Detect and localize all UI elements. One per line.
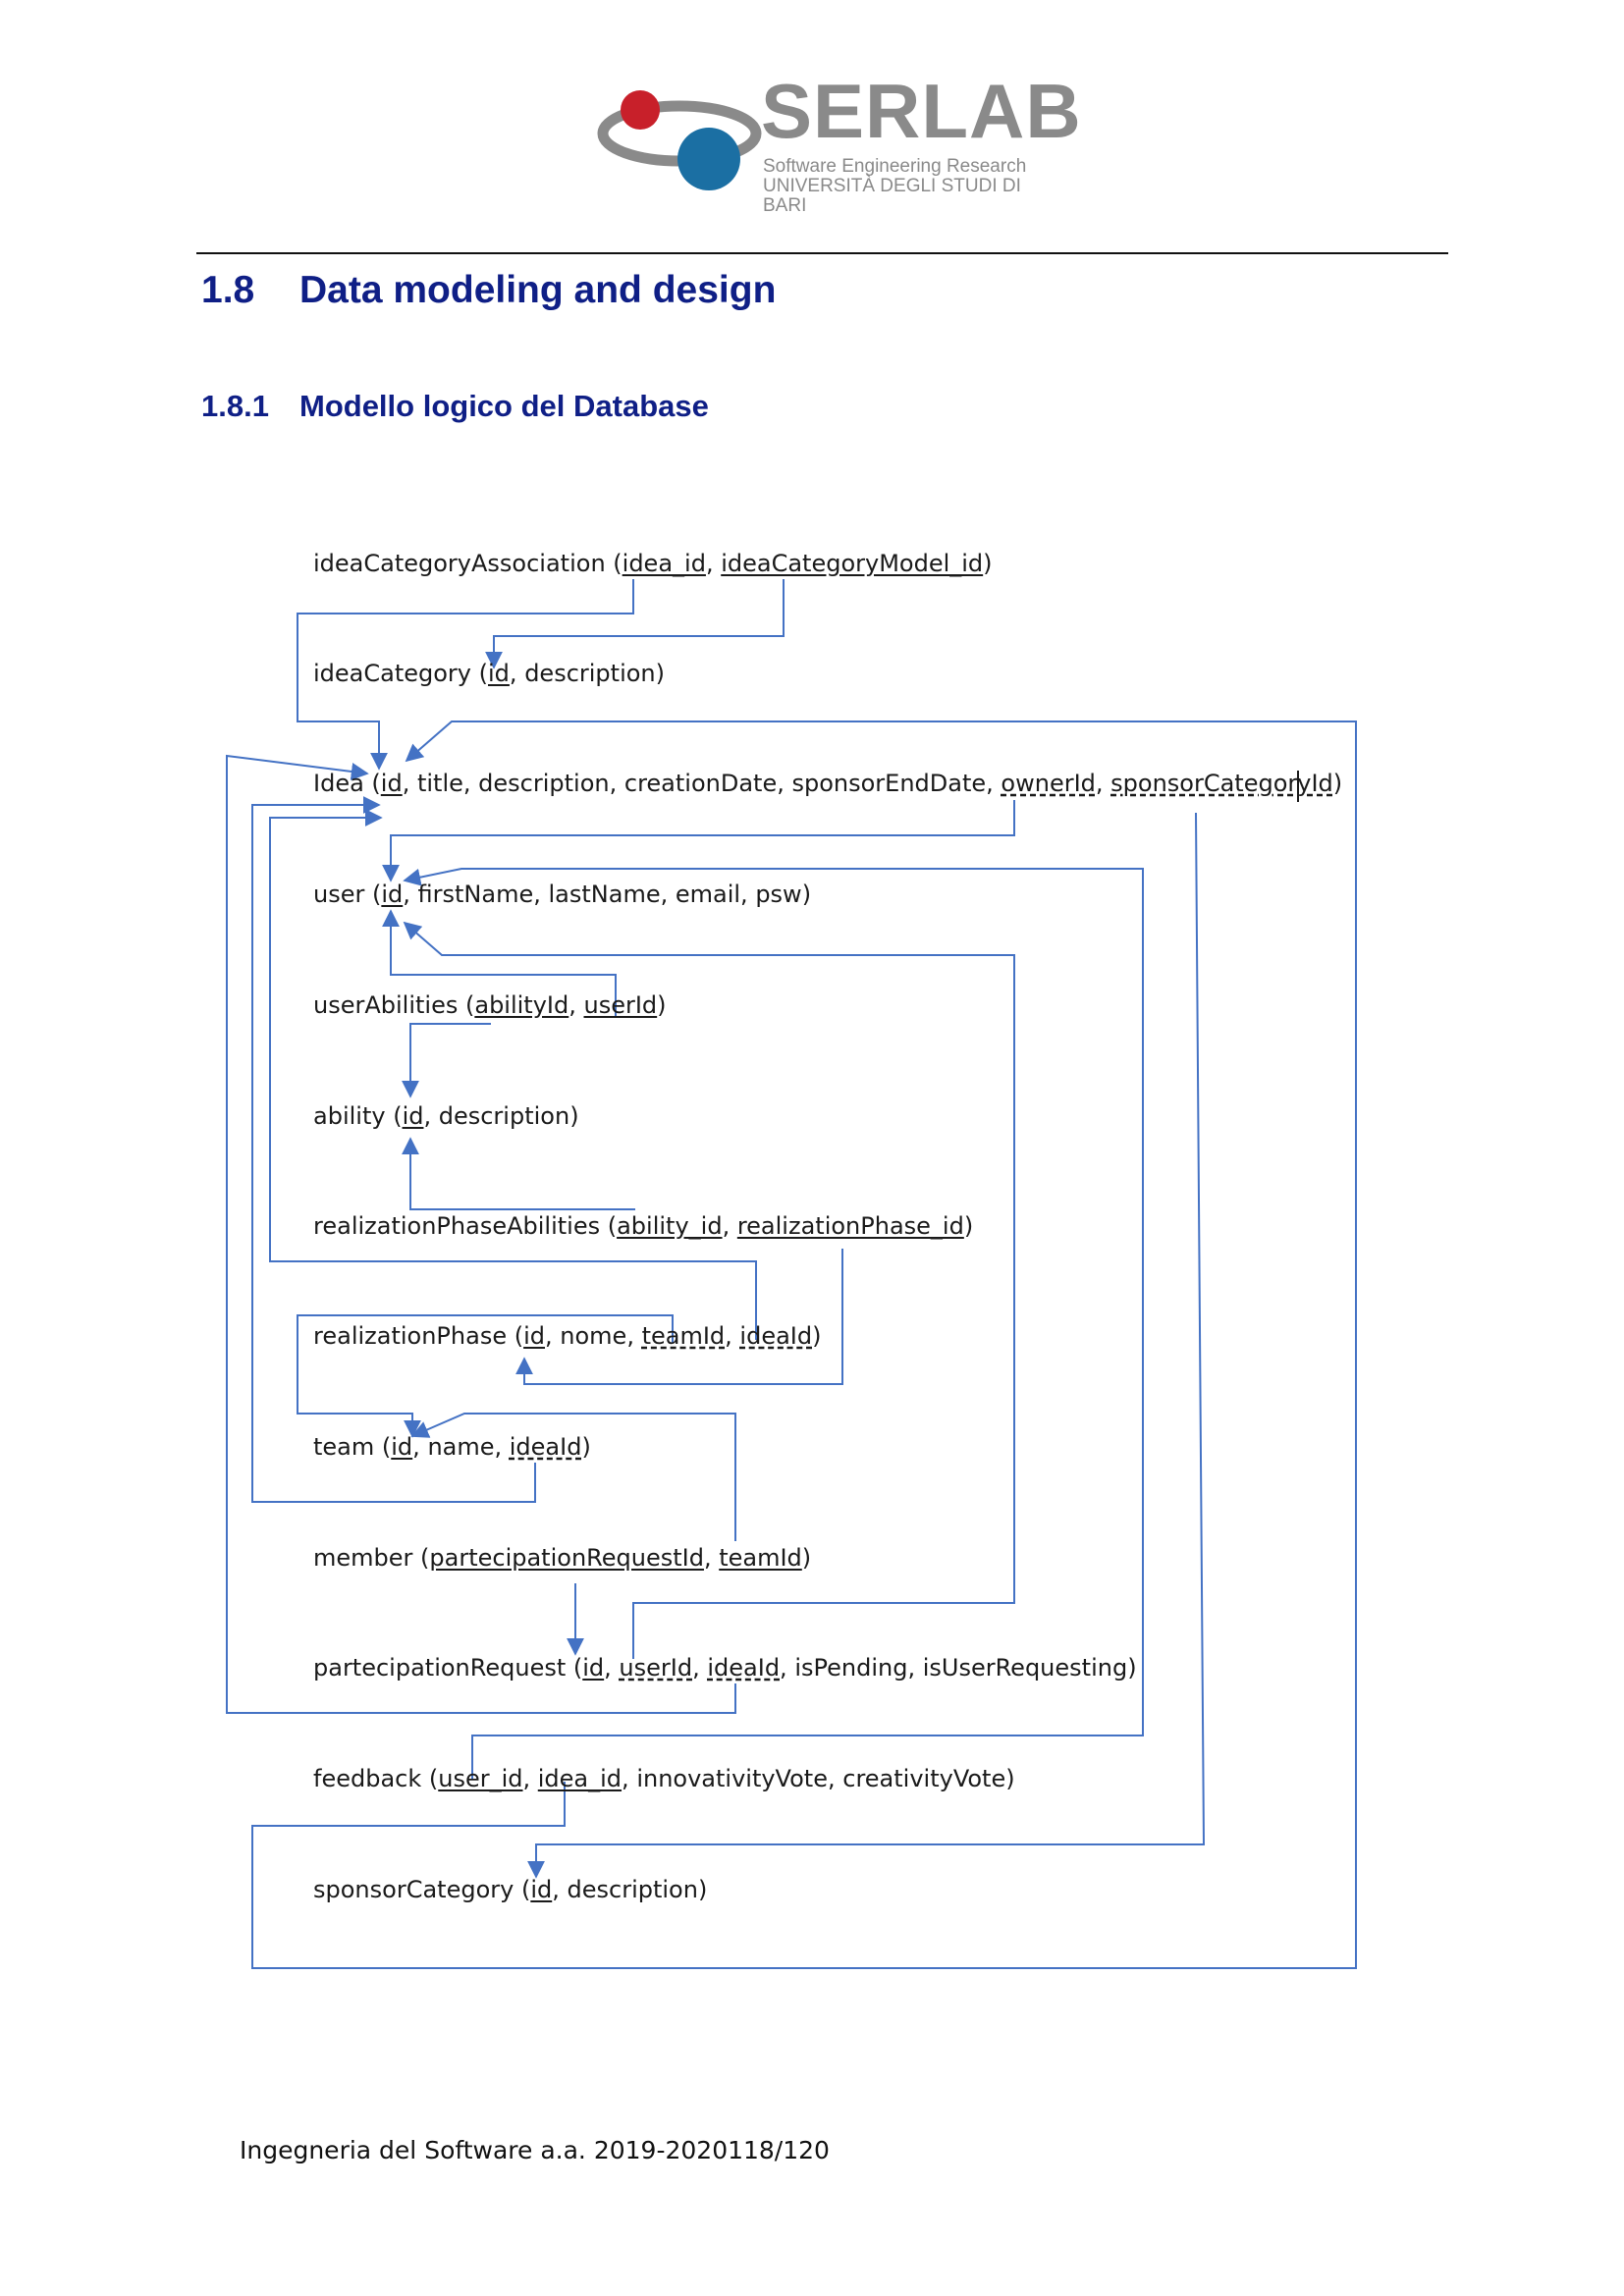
attribute: title — [416, 770, 463, 797]
attribute: isPending — [794, 1654, 908, 1682]
entity-user: user (id, firstName, lastName, email, ps… — [313, 881, 812, 908]
key-attribute: id — [582, 1654, 605, 1682]
key-attribute: ideaCategoryModel_id — [721, 550, 984, 577]
key-attribute: id — [402, 1102, 424, 1130]
key-attribute: idea_id — [537, 1765, 623, 1792]
foreign-key-attribute: userId — [619, 1654, 693, 1682]
subsection-number: 1.8.1 — [201, 389, 269, 423]
attribute: description — [524, 660, 656, 687]
key-attribute: id — [380, 770, 403, 797]
entity-name: realizationPhase — [313, 1322, 508, 1350]
key-attribute: teamId — [719, 1544, 802, 1572]
entity-name: ideaCategoryAssociation — [313, 550, 606, 577]
serlab-orbit-icon — [597, 90, 762, 190]
entity-Idea: Idea (id, title, description, creationDa… — [313, 770, 1343, 797]
key-attribute: id — [488, 660, 510, 687]
section-title: Data modeling and design — [299, 269, 777, 311]
attribute: description — [438, 1102, 570, 1130]
entity-feedback: feedback (user_id, idea_id, innovativity… — [313, 1765, 1015, 1792]
key-attribute: userId — [583, 991, 658, 1019]
entity-name: ideaCategory — [313, 660, 472, 687]
entity-sponsorCategory: sponsorCategory (id, description) — [313, 1876, 708, 1903]
key-attribute: id — [381, 881, 404, 908]
entity-name: partecipationRequest — [313, 1654, 567, 1682]
connector-feedback-to-user — [403, 868, 1144, 1780]
entity-member: member (partecipationRequestId, teamId) — [313, 1544, 812, 1572]
foreign-key-attribute: ideaId — [739, 1322, 813, 1350]
logo-subtitle: Software Engineering Research UNIVERSITÀ… — [763, 157, 1060, 216]
connector-association-to-idea — [297, 579, 634, 771]
foreign-key-attribute: ideaId — [509, 1433, 582, 1461]
entity-name: userAbilities — [313, 991, 459, 1019]
connector-phaseabilities-to-phase — [515, 1249, 843, 1385]
connector-category-to-ideacategory — [485, 579, 785, 669]
entity-realizationPhase: realizationPhase (id, nome, teamId, idea… — [313, 1322, 822, 1350]
section-number: 1.8 — [201, 269, 255, 311]
logo-subtitle-line2: UNIVERSITÀ DEGLI STUDI DI BARI — [763, 176, 1021, 216]
foreign-key-attribute: ownerId — [1001, 770, 1096, 797]
key-attribute: ability_id — [617, 1212, 723, 1240]
foreign-key-attribute: ideaId — [707, 1654, 781, 1682]
entity-name: feedback — [313, 1765, 422, 1792]
connector-phase-to-team — [297, 1314, 674, 1438]
attribute: sponsorEndDate — [791, 770, 987, 797]
entity-ability: ability (id, description) — [313, 1102, 579, 1130]
key-attribute: realizationPhase_id — [736, 1212, 964, 1240]
entity-name: Idea — [313, 770, 364, 797]
entity-name: realizationPhaseAbilities — [313, 1212, 601, 1240]
section-heading: 1.8 Data modeling and design — [201, 269, 776, 312]
attribute: isUserRequesting — [922, 1654, 1128, 1682]
key-attribute: partecipationRequestId — [429, 1544, 704, 1572]
entity-name: team — [313, 1433, 375, 1461]
subsection-title: Modello logico del Database — [299, 389, 709, 423]
foreign-key-attribute: sponsorCategoryId — [1110, 770, 1333, 797]
key-attribute: abilityId — [474, 991, 569, 1019]
logo-wordmark: SERLAB — [761, 68, 1082, 154]
attribute: nome — [560, 1322, 627, 1350]
attribute: lastName — [548, 881, 661, 908]
attribute: name — [427, 1433, 495, 1461]
attribute: psw — [755, 881, 802, 908]
entity-team: team (id, name, ideaId) — [313, 1433, 591, 1461]
connector-phase-to-idea — [269, 809, 757, 1340]
key-attribute: id — [530, 1876, 553, 1903]
entity-userAbilities: userAbilities (abilityId, userId) — [313, 991, 667, 1019]
serlab-logo: SERLAB Software Engineering Research UNI… — [589, 68, 1081, 216]
connector-request-to-idea — [226, 754, 736, 1714]
key-attribute: user_id — [438, 1765, 523, 1792]
logo-subtitle-line1: Software Engineering Research — [763, 156, 1027, 177]
connector-team-to-idea — [251, 796, 536, 1503]
key-attribute: idea_id — [622, 550, 706, 577]
connector-request-to-user — [403, 921, 1015, 1659]
connector-userabilities-to-user — [382, 909, 617, 1016]
foreign-key-attribute: teamId — [641, 1322, 726, 1350]
connector-member-to-team — [410, 1413, 736, 1541]
attribute: innovativityVote — [636, 1765, 828, 1792]
connector-idea-to-sponsorcategory — [527, 812, 1206, 1879]
connector-owner-to-user — [382, 800, 1015, 882]
entity-partecipationRequest: partecipationRequest (id, userId, ideaId… — [313, 1654, 1137, 1682]
subsection-heading: 1.8.1 Modello logico del Database — [201, 389, 709, 424]
entity-name: user — [313, 881, 365, 908]
connector-userabilities-to-ability — [402, 1023, 491, 1098]
attribute: description — [567, 1876, 698, 1903]
entity-name: ability — [313, 1102, 386, 1130]
connector-sponsorcategory-to-idea — [251, 721, 1357, 1969]
connector-phaseabilities-to-ability — [402, 1137, 635, 1210]
entity-ideaCategoryAssociation: ideaCategoryAssociation (idea_id, ideaCa… — [313, 550, 993, 577]
attribute: creativityVote — [842, 1765, 1006, 1792]
attribute: description — [478, 770, 610, 797]
entity-ideaCategory: ideaCategory (id, description) — [313, 660, 666, 687]
page-footer: Ingegneria del Software a.a. 2019-202011… — [240, 2136, 830, 2164]
attribute: email — [675, 881, 741, 908]
entity-name: sponsorCategory — [313, 1876, 514, 1903]
attribute: firstName — [417, 881, 534, 908]
entity-name: member — [313, 1544, 413, 1572]
entity-realizationPhaseAbilities: realizationPhaseAbilities (ability_id, r… — [313, 1212, 974, 1240]
header-rule — [196, 252, 1448, 254]
key-attribute: id — [523, 1322, 545, 1350]
attribute: creationDate — [623, 770, 778, 797]
key-attribute: id — [391, 1433, 413, 1461]
